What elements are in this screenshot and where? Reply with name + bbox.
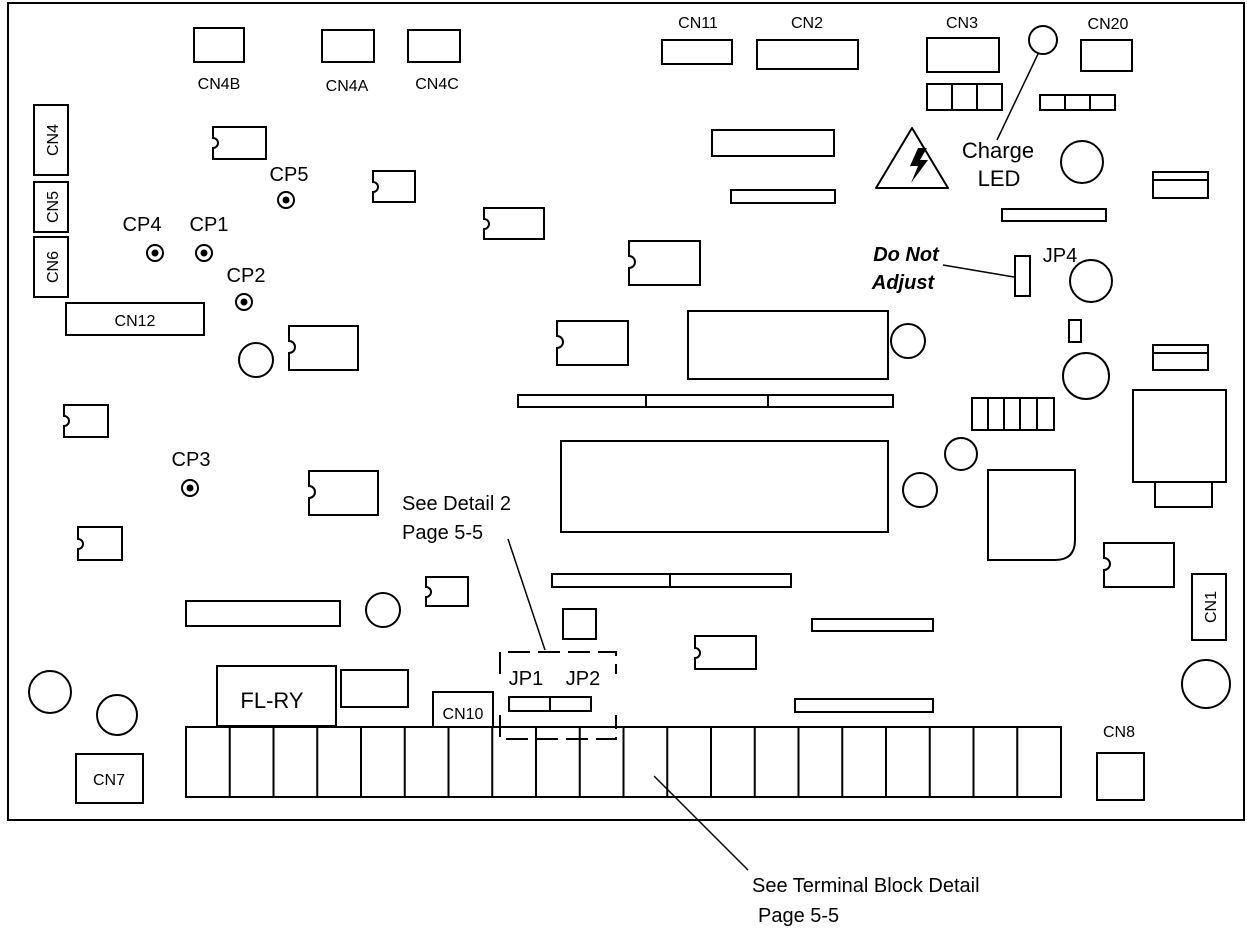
cn10-label: CN10 xyxy=(443,706,484,723)
cn12-connector xyxy=(65,302,205,336)
see-terminal-label-1: See Terminal Block Detail xyxy=(752,875,980,897)
transformer xyxy=(1132,389,1227,483)
component-strip xyxy=(794,698,934,713)
cp4-label: CP4 xyxy=(123,214,162,236)
component-strip xyxy=(730,189,836,204)
board-outline xyxy=(7,2,1245,821)
component-strip xyxy=(711,129,835,157)
charge-led-leader xyxy=(996,53,1039,141)
detail2-leader xyxy=(507,538,546,651)
cn7-connector xyxy=(75,753,144,804)
cp1-label: CP1 xyxy=(190,214,229,236)
do-not-adjust-label-2: Adjust xyxy=(871,272,936,294)
jp1-label: JP1 xyxy=(509,668,543,690)
resistor-pack xyxy=(971,397,1055,431)
cn4c-label: CN4C xyxy=(415,76,459,93)
cp5-test-point xyxy=(277,191,295,209)
cn7-label: CN7 xyxy=(93,772,125,789)
cn4b-connector xyxy=(193,27,245,63)
component-strip xyxy=(811,618,934,632)
cn11-label: CN11 xyxy=(678,15,718,32)
relay-component xyxy=(340,669,409,708)
see-detail2-label-1: See Detail 2 xyxy=(402,493,511,515)
cn3-pin-block xyxy=(926,83,1003,111)
cn4a-connector xyxy=(321,29,375,63)
see-detail2-label-2: Page 5-5 xyxy=(402,522,483,544)
cn20-label: CN20 xyxy=(1088,16,1129,33)
cp3-label: CP3 xyxy=(172,449,211,471)
see-terminal-label-2: Page 5-5 xyxy=(758,905,839,927)
small-component xyxy=(1068,319,1082,343)
cn1-label: CN1 xyxy=(1203,591,1220,623)
header-strip xyxy=(551,573,792,588)
cp3-test-point xyxy=(181,479,199,497)
cn12-label: CN12 xyxy=(115,313,156,330)
charge-led-label-1: Charge xyxy=(962,138,1034,163)
terminal-block xyxy=(185,726,1062,798)
cn8-connector xyxy=(1096,752,1145,801)
regulator xyxy=(987,469,1076,561)
capacitor-block xyxy=(1152,171,1209,199)
cn11-connector xyxy=(661,39,733,65)
cn20-connector xyxy=(1080,39,1133,72)
cn20-pin-block xyxy=(1039,94,1116,111)
jp4-jumper xyxy=(1014,255,1031,297)
cn2-label: CN2 xyxy=(791,15,823,32)
do-not-adjust-label-1: Do Not xyxy=(873,244,940,266)
cp5-label: CP5 xyxy=(270,164,309,186)
cn5-connector xyxy=(33,181,69,233)
small-component xyxy=(562,608,597,640)
cn4-connector xyxy=(33,104,69,176)
charge-led xyxy=(1028,25,1058,55)
ic-chips xyxy=(63,126,1175,670)
cn4-label: CN4 xyxy=(45,124,62,156)
cn2-connector xyxy=(756,39,859,70)
cn6-label: CN6 xyxy=(45,251,62,283)
transformer-base xyxy=(1154,481,1213,508)
cn1-connector xyxy=(1191,573,1227,641)
cn6-connector xyxy=(33,236,69,298)
cn3-connector xyxy=(926,37,1000,73)
jp4-label: JP4 xyxy=(1043,245,1077,267)
cn3-label: CN3 xyxy=(946,15,978,32)
do-not-adjust-leader xyxy=(942,264,1015,278)
large-ic xyxy=(687,310,889,380)
microcontroller xyxy=(560,440,889,533)
cn5-label: CN5 xyxy=(45,191,62,223)
cn4b-label: CN4B xyxy=(198,76,241,93)
cp2-label: CP2 xyxy=(227,265,266,287)
cp4-test-point xyxy=(146,244,164,262)
charge-led-label-2: LED xyxy=(978,166,1021,191)
high-voltage-warning-icon xyxy=(875,127,949,189)
cp2-test-point xyxy=(235,293,253,311)
header-strip xyxy=(517,394,894,408)
terminal-leader xyxy=(653,775,749,871)
component-strip xyxy=(185,600,341,627)
cn8-label: CN8 xyxy=(1103,724,1135,741)
cp1-test-point xyxy=(195,244,213,262)
cn4c-connector xyxy=(407,29,461,63)
component-strip xyxy=(1001,208,1107,222)
capacitor-block xyxy=(1152,344,1209,371)
detail2-dashed-box xyxy=(499,651,617,740)
jp2-label: JP2 xyxy=(566,668,600,690)
fl-ry-label: FL-RY xyxy=(240,688,303,713)
capacitors xyxy=(28,140,1231,736)
cn4a-label: CN4A xyxy=(326,78,369,95)
